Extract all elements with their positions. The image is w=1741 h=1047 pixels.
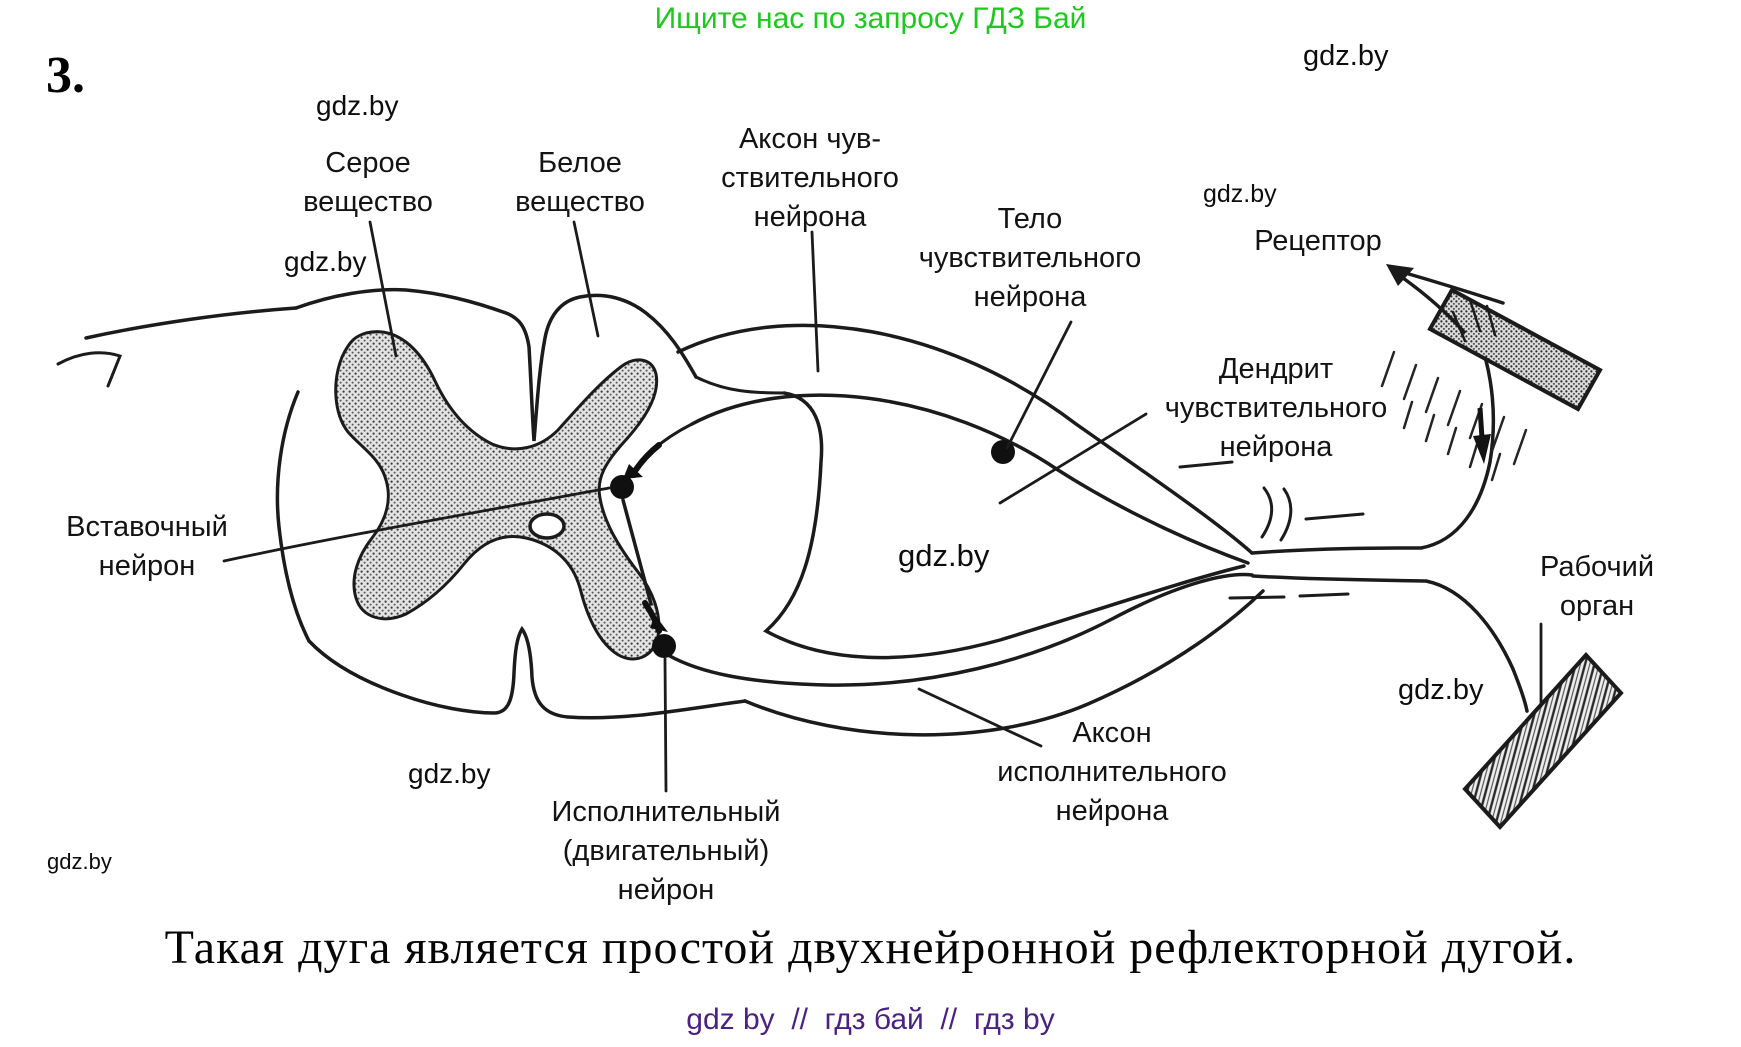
watermark-2: gdz.by [284, 246, 367, 277]
cord-left-stub [56, 351, 122, 388]
sensory-axon-pointer [810, 230, 820, 373]
axon-run [1251, 574, 1529, 713]
interneuron-axon [621, 498, 653, 606]
cord-top-outline [294, 287, 698, 442]
dendrite-run [1250, 336, 1496, 555]
interneuron-pointer [222, 486, 611, 563]
watermark-6: gdz.by [408, 758, 491, 789]
interneuron-dot [610, 475, 634, 499]
receptor-icon [1380, 264, 1603, 482]
motor-axon-line [666, 572, 1254, 687]
motor-axon-pointer [917, 687, 1043, 748]
central-canal [528, 512, 566, 540]
gray-matter-pointer [368, 220, 398, 358]
ventral-outer [743, 589, 1265, 737]
watermark-7: gdz.by [47, 849, 112, 874]
dorsal-root-outer [676, 323, 1254, 555]
cord-bottom-outline [307, 625, 747, 720]
pointer-lines [222, 220, 1543, 793]
gray-matter-shape [334, 330, 661, 661]
watermark-4: gdz.by [898, 538, 990, 573]
impulse-down-arrow-icon [1473, 407, 1491, 464]
item-number: 3. [46, 47, 85, 104]
motor-neuron-pointer [663, 657, 668, 793]
label-gray-matter: Серое вещество [303, 147, 433, 218]
site-footer: gdz by // гдз бай // гдз by [686, 1003, 1055, 1036]
nerve-loops [621, 323, 1529, 737]
label-sensory-dendrite: Дендрит чувствительного нейрона [1164, 353, 1388, 463]
motor-neuron-dot [652, 634, 676, 658]
white-matter-pointer [572, 220, 600, 338]
label-sensory-body: Тело чувствительного нейрона [918, 203, 1142, 313]
skin-hatch [1380, 350, 1528, 482]
figure-caption: Такая дуга является простой двухнейронно… [164, 921, 1577, 974]
spinal-cord [56, 287, 786, 720]
stimulus-arrow-icon [1386, 264, 1505, 343]
cord-topleft-line [84, 306, 298, 340]
sensory-body-pointer [1005, 320, 1073, 450]
watermark-1: gdz.by [316, 90, 399, 121]
label-white-matter: Белое вещество [515, 147, 645, 218]
inner-loop [762, 391, 1246, 660]
cord-to-innerloop [694, 375, 786, 395]
synapse-hook-1 [632, 442, 662, 474]
promo-banner: Ищите нас по запросу ГДЗ Бай [654, 2, 1087, 35]
label-motor-axon: Аксон исполнительного нейрона [997, 717, 1227, 827]
label-motor-neuron: Исполнительный (двигательный) нейрон [551, 796, 781, 906]
dorsal-root-inner [690, 393, 1250, 565]
cord-left-outline [275, 390, 311, 643]
label-working-organ: Рабочий орган [1539, 551, 1655, 622]
sensory-neuron-body-dot [991, 440, 1015, 464]
muscle-icon [1462, 652, 1624, 830]
label-sensory-axon: Аксон чув- ствительного нейрона [721, 123, 899, 233]
watermark-5: gdz.by [1398, 674, 1484, 706]
sensory-dendrite-pointer [998, 412, 1148, 505]
skin-patch [1427, 287, 1603, 412]
label-interneuron: Вставочный нейрон [66, 511, 228, 582]
watermark-3: gdz.by [1203, 180, 1277, 208]
watermark-top-right: gdz.by [1303, 40, 1389, 72]
label-receptor: Рецептор [1254, 225, 1382, 257]
